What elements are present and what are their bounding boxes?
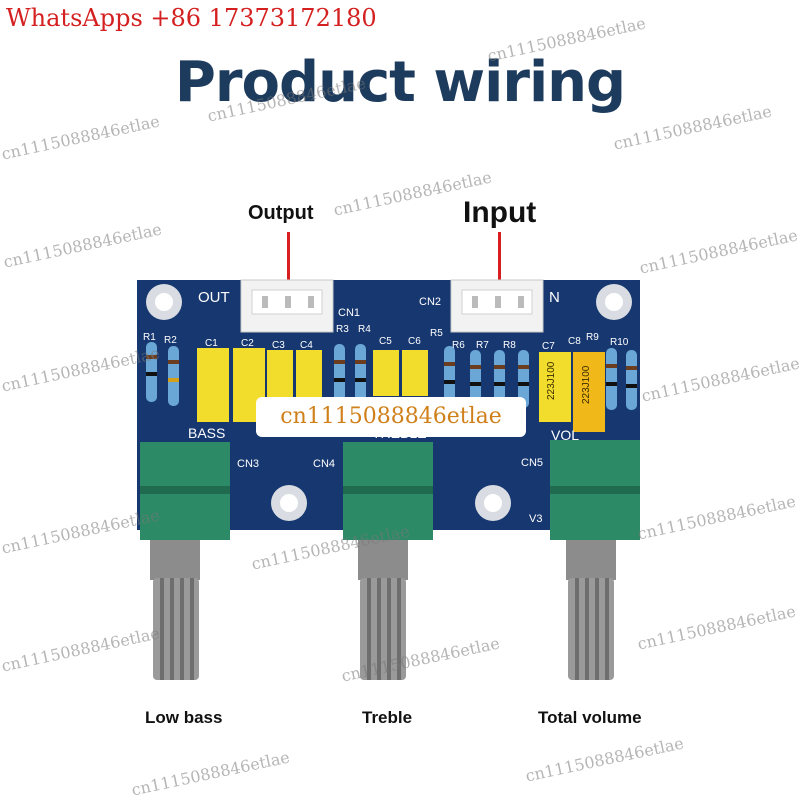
resistor: [626, 350, 637, 410]
capacitor: [539, 352, 571, 422]
r5-silkscreen: R5: [430, 328, 443, 339]
treble-label: Treble: [362, 708, 413, 727]
resistor: [168, 346, 179, 406]
output-label: Output: [248, 202, 314, 224]
r10-silkscreen: R10: [610, 337, 629, 348]
capacitor: [402, 350, 428, 396]
capacitor-code: 223J100: [546, 361, 557, 400]
resistor: [518, 350, 529, 408]
c8-silkscreen: C8: [568, 336, 581, 347]
resistor: [355, 344, 366, 406]
cn4-silkscreen: CN4: [313, 458, 335, 470]
resistor: [444, 346, 455, 408]
mounting-hole: [475, 485, 511, 521]
resistor: [494, 350, 505, 408]
treble-potentiometer: [343, 442, 433, 680]
r4-silkscreen: R4: [358, 324, 371, 335]
cn3-silkscreen: CN3: [237, 458, 259, 470]
cn1-silkscreen: CN1: [338, 307, 360, 319]
output-pointer-line: [287, 232, 290, 296]
volume-potentiometer: [550, 440, 640, 680]
c5-silkscreen: C5: [379, 336, 392, 347]
output-connector: [240, 279, 334, 333]
capacitor: [373, 350, 399, 396]
cn2-silkscreen: CN2: [419, 296, 441, 308]
r6-silkscreen: R6: [452, 340, 465, 351]
c6-silkscreen: C6: [408, 336, 421, 347]
center-watermark: cn1115088846etlae: [256, 397, 526, 437]
mounting-hole: [146, 284, 182, 320]
c2-silkscreen: C2: [241, 338, 254, 349]
capacitor: [197, 348, 229, 422]
r9-silkscreen: R9: [586, 332, 599, 343]
c3-silkscreen: C3: [272, 340, 285, 351]
r7-silkscreen: R7: [476, 340, 489, 351]
input-label: Input: [463, 196, 537, 229]
c7-silkscreen: C7: [542, 341, 555, 352]
mounting-hole: [271, 485, 307, 521]
page-title: Product wiring: [174, 50, 626, 115]
c4-silkscreen: C4: [300, 340, 313, 351]
resistor: [606, 348, 617, 410]
r2-silkscreen: R2: [164, 335, 177, 346]
in-silkscreen: N: [549, 289, 560, 306]
input-connector: [450, 279, 544, 333]
capacitor: [573, 352, 605, 432]
resistor: [334, 344, 345, 406]
vol-silkscreen: VOL: [551, 427, 579, 443]
c1-silkscreen: C1: [205, 338, 218, 349]
r3-silkscreen: R3: [336, 324, 349, 335]
mounting-hole: [596, 284, 632, 320]
r8-silkscreen: R8: [503, 340, 516, 351]
r1-silkscreen: R1: [143, 332, 156, 343]
resistor: [470, 350, 481, 408]
total-volume-label: Total volume: [538, 708, 642, 727]
bass-potentiometer: [140, 442, 230, 680]
capacitor-code: 223J100: [581, 365, 592, 404]
cn5-silkscreen: CN5: [521, 457, 543, 469]
input-pointer-line: [498, 232, 501, 296]
out-silkscreen: OUT: [198, 289, 230, 306]
low-bass-label: Low bass: [145, 708, 223, 727]
contact-watermark: WhatsApps +86 17373172180: [6, 4, 377, 32]
resistor: [146, 342, 157, 402]
bass-silkscreen: BASS: [188, 425, 225, 441]
v3-silkscreen: V3: [529, 513, 542, 525]
